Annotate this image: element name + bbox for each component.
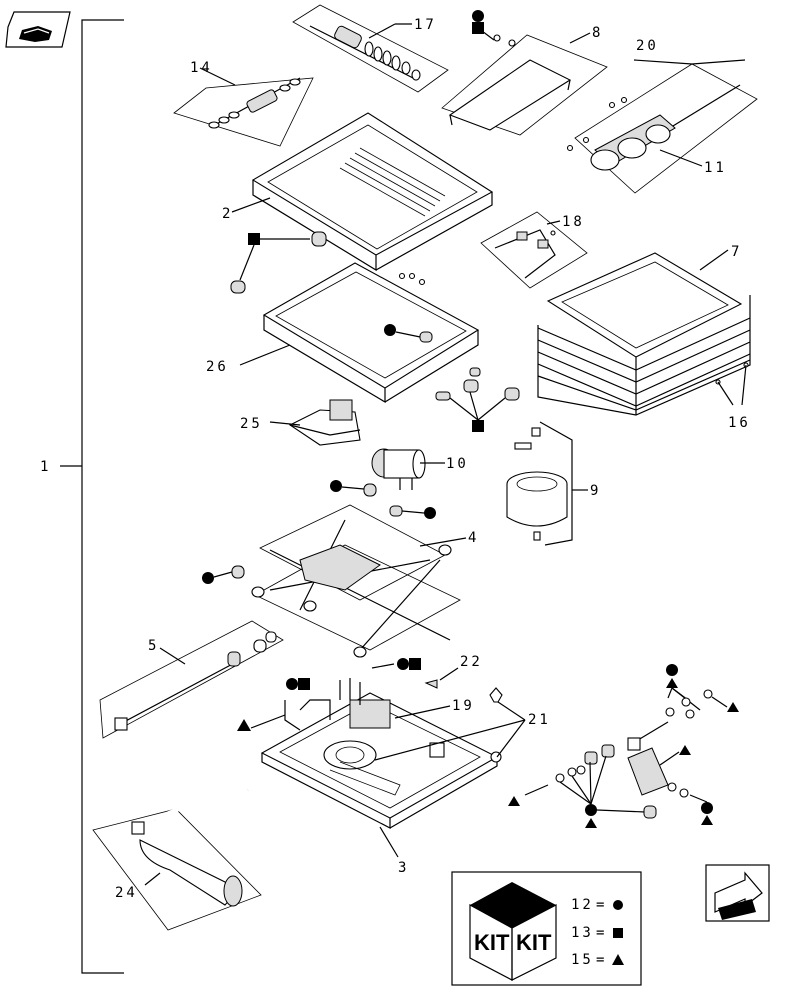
callout-18: 18 bbox=[562, 214, 585, 230]
part-3: 3 bbox=[260, 692, 502, 876]
bushings-13-b bbox=[435, 367, 520, 432]
callout-26: 26 bbox=[206, 359, 229, 375]
callout-16: 16 bbox=[728, 415, 751, 431]
kit-15-triangle-marker bbox=[237, 719, 251, 731]
kit-15-triangle-marker bbox=[666, 678, 678, 688]
callout-11: 11 bbox=[704, 160, 727, 176]
callout-21: 21 bbox=[528, 712, 551, 728]
part-16: 16 bbox=[715, 362, 751, 431]
callout-17: 17 bbox=[414, 17, 437, 33]
callout-4: 4 bbox=[468, 530, 479, 546]
callout-5: 5 bbox=[148, 638, 159, 654]
kit-12-circle-marker bbox=[472, 10, 484, 22]
kit-13-square-marker bbox=[472, 420, 484, 432]
callout-9: 9 bbox=[590, 483, 601, 499]
kit-12-circle-marker bbox=[585, 804, 597, 816]
kit-12-circle-marker bbox=[666, 664, 678, 676]
kit-legend: KIT KIT 12 = 13 = 15 = bbox=[451, 871, 642, 986]
callout-19: 19 bbox=[452, 698, 475, 714]
part-21: 21 bbox=[374, 687, 551, 761]
part-24: 24 bbox=[92, 788, 262, 931]
part-7: 7 bbox=[537, 244, 751, 416]
back-book-icon[interactable] bbox=[5, 11, 71, 48]
part-26: 26 bbox=[206, 262, 480, 404]
part-10: 10 bbox=[371, 448, 469, 490]
kit-12-circle-marker bbox=[384, 324, 396, 336]
legend-15-equals: = bbox=[596, 952, 607, 968]
callout-3: 3 bbox=[398, 860, 409, 876]
legend-12-equals: = bbox=[596, 897, 607, 913]
callout-24: 24 bbox=[115, 885, 138, 901]
callout-22: 22 bbox=[460, 654, 483, 670]
callout-1: 1 bbox=[40, 459, 51, 475]
assembly-bracket bbox=[60, 19, 124, 974]
bushings-12 bbox=[202, 480, 436, 584]
kit-12-circle-marker bbox=[424, 507, 436, 519]
kit-12-circle-marker bbox=[286, 678, 298, 690]
callout-2: 2 bbox=[222, 206, 233, 222]
part-5: 5 bbox=[99, 620, 284, 739]
kit-15-triangle-marker bbox=[679, 745, 691, 755]
kit-15-triangle-marker bbox=[701, 815, 713, 825]
legend-13-equals: = bbox=[596, 925, 607, 941]
part-14: 14 bbox=[173, 60, 314, 147]
legend-circle-icon bbox=[613, 900, 623, 910]
kit-12-circle-marker bbox=[397, 658, 409, 670]
kit-13-square-marker bbox=[409, 658, 421, 670]
part-25: 25 bbox=[240, 399, 361, 446]
callout-14: 14 bbox=[190, 60, 213, 76]
bushings-13 bbox=[230, 231, 327, 294]
callout-25: 25 bbox=[240, 416, 263, 432]
callout-8: 8 bbox=[592, 25, 603, 41]
part-2: 2 bbox=[222, 112, 494, 272]
legend-triangle-icon bbox=[612, 954, 624, 965]
part-9: 9 bbox=[506, 421, 601, 546]
callout-7: 7 bbox=[731, 244, 742, 260]
part-4: 4 bbox=[251, 504, 479, 658]
legend-12-number: 12 bbox=[571, 897, 594, 913]
kit-15-triangle-marker bbox=[727, 702, 739, 712]
kit-12-circle-marker bbox=[202, 572, 214, 584]
part-18: 18 bbox=[480, 211, 588, 289]
part-8: 8 bbox=[441, 10, 608, 136]
callout-20: 20 bbox=[636, 38, 659, 54]
kit-15-triangle-marker bbox=[585, 818, 597, 828]
next-page-arrow-icon[interactable] bbox=[705, 864, 770, 922]
kit-label-right: KIT bbox=[516, 930, 552, 955]
kit-15-triangle-marker bbox=[508, 796, 520, 806]
legend-square-icon bbox=[613, 928, 623, 938]
shock-absorber-group bbox=[508, 664, 739, 828]
kit-label-left: KIT bbox=[474, 930, 510, 955]
legend-13-number: 13 bbox=[571, 925, 594, 941]
part-22: 22 bbox=[371, 654, 483, 689]
legend-15-number: 15 bbox=[571, 952, 594, 968]
part-20-11: 20 11 bbox=[566, 38, 758, 194]
kit-12-circle-marker bbox=[701, 802, 713, 814]
callout-10: 10 bbox=[446, 456, 469, 472]
part-17: 17 bbox=[292, 4, 449, 93]
kit-12-circle-marker bbox=[330, 480, 342, 492]
kit-13-square-marker bbox=[298, 678, 310, 690]
part-19: 19 bbox=[237, 678, 475, 731]
